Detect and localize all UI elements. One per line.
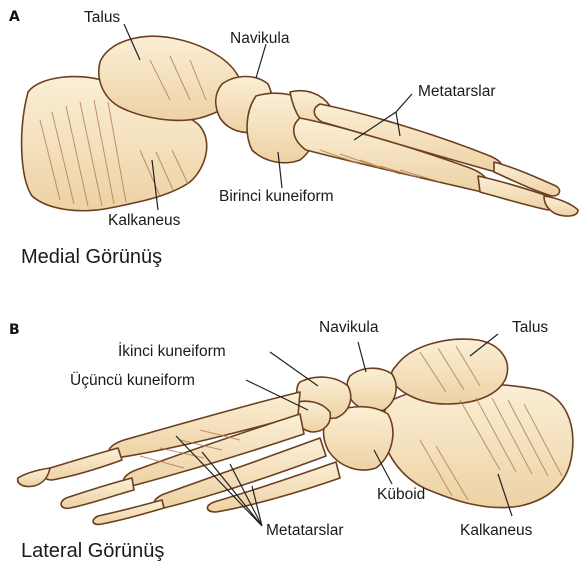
label-ikinci-kuneiform-b: İkinci kuneiform xyxy=(118,344,226,360)
caption-medial-view: Medial Görünüş xyxy=(21,247,162,267)
label-kalkaneus-a: Kalkaneus xyxy=(108,213,180,229)
label-navikula-b: Navikula xyxy=(319,320,378,336)
leader-navikula-b xyxy=(358,342,366,372)
label-metatarslar-a: Metatarslar xyxy=(418,84,496,100)
phalanx-bone-b3 xyxy=(61,478,134,508)
label-talus-a: Talus xyxy=(84,10,120,26)
phalanx-bone-b4 xyxy=(93,500,164,524)
panel-a-letter: A xyxy=(9,9,20,25)
label-navikula-a: Navikula xyxy=(230,31,289,47)
caption-lateral-view: Lateral Görünüş xyxy=(21,541,164,561)
talus-bone-b xyxy=(391,339,507,404)
lateral-foot-illustration xyxy=(18,339,573,524)
phalanx-bone-b1 xyxy=(43,448,122,480)
panel-b-letter: B xyxy=(9,322,20,338)
leader-navikula-a xyxy=(256,44,266,78)
leader-ikinci-kuneiform-b xyxy=(270,352,318,386)
label-metatarslar-b: Metatarslar xyxy=(266,523,344,539)
label-kuboid-b: Küboid xyxy=(377,487,425,503)
label-talus-b: Talus xyxy=(512,320,548,336)
label-kalkaneus-b: Kalkaneus xyxy=(460,523,532,539)
label-birinci-kuneiform-a: Birinci kuneiform xyxy=(219,189,334,205)
label-ucuncu-kuneiform-b: Üçüncü kuneiform xyxy=(70,373,195,389)
navicular-bone-b xyxy=(347,368,396,411)
phalanx-bone-a2 xyxy=(544,196,578,216)
phalanx-bone-b2 xyxy=(18,468,50,487)
